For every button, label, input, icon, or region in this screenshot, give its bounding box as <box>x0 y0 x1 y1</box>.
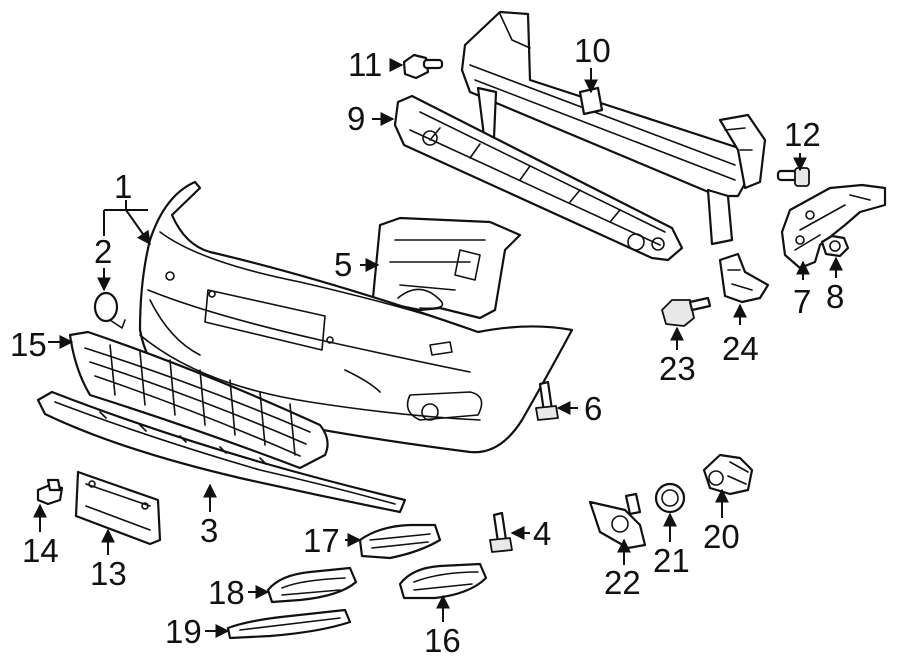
part-13-license-bracket <box>74 470 162 546</box>
callout-6: 6 <box>584 390 602 427</box>
part-14-clip <box>36 478 64 506</box>
part-17-grille-insert <box>358 523 442 560</box>
part-8-nut <box>820 234 850 258</box>
callout-23: 23 <box>659 350 696 387</box>
callout-24: 24 <box>722 330 759 367</box>
callout-19: 19 <box>165 613 202 650</box>
callout-16: 16 <box>424 622 461 659</box>
callout-5: 5 <box>334 246 352 283</box>
callout-9: 9 <box>347 100 365 137</box>
callout-22: 22 <box>604 564 641 601</box>
callout-labels: 11 10 9 12 1 2 5 7 8 24 23 15 6 3 4 14 1… <box>10 32 844 659</box>
part-18-fog-trim <box>266 566 358 604</box>
part-9-energy-absorber <box>393 94 684 262</box>
callout-8: 8 <box>826 278 844 315</box>
part-12-bolt <box>776 167 810 187</box>
part-21-sensor-ring <box>654 482 686 514</box>
leader-arrows <box>33 58 843 638</box>
part-19-molding-strip <box>226 608 352 640</box>
callout-14: 14 <box>22 532 59 569</box>
part-20-parking-sensor <box>702 453 754 496</box>
part-15-lower-grille <box>68 330 329 470</box>
callout-2: 2 <box>94 233 112 270</box>
part-4-screw <box>489 511 513 553</box>
part-6-screw <box>535 380 559 421</box>
part-7-guide-bracket <box>780 183 887 270</box>
part-3-lower-trim <box>36 390 407 514</box>
part-22-sensor-holder <box>588 492 647 550</box>
part-16-fog-trim <box>398 562 488 600</box>
part-2-tow-hook-cap <box>93 291 126 329</box>
callout-21: 21 <box>653 542 690 579</box>
callout-12: 12 <box>784 116 821 153</box>
callout-11: 11 <box>348 46 382 83</box>
callout-17: 17 <box>303 522 340 559</box>
callout-15: 15 <box>10 326 47 363</box>
part-10-reinforcement-bar <box>460 10 767 246</box>
callout-4: 4 <box>533 515 551 552</box>
callout-13: 13 <box>90 555 127 592</box>
part-1-bumper-cover <box>138 180 574 454</box>
callout-3: 3 <box>200 512 218 549</box>
callout-7: 7 <box>793 283 811 320</box>
part-24-sensor-bracket <box>718 252 770 304</box>
part-23-sensor <box>661 296 712 327</box>
callout-18: 18 <box>208 574 245 611</box>
callout-1: 1 <box>114 168 132 205</box>
part-11-bolt <box>402 53 444 80</box>
callout-10: 10 <box>574 32 611 69</box>
callout-20: 20 <box>703 518 740 555</box>
